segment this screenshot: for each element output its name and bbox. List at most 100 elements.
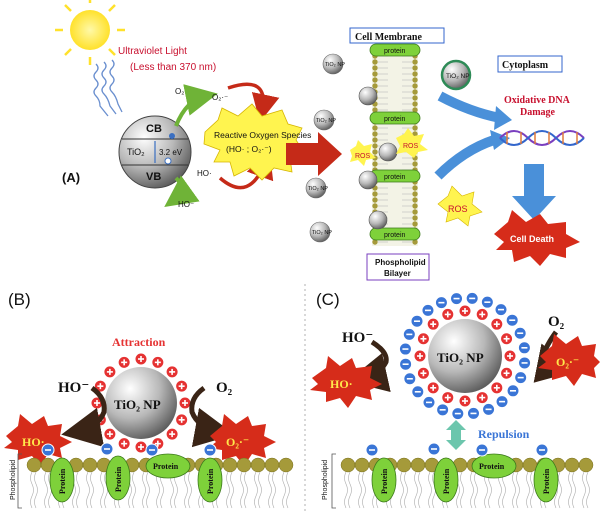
membrane-protein-label: Protein [542, 468, 551, 494]
c-particle-label: TiO₂ NP [437, 350, 484, 365]
c-ho-burst [310, 356, 382, 408]
lipid-head-icon [564, 457, 580, 473]
oxidative-label-2: Damage [520, 107, 556, 118]
embedded-np [358, 170, 378, 190]
b-arrow-right [189, 385, 235, 448]
uv-wave-icon [93, 59, 123, 117]
red-curve-arrow-top [227, 82, 280, 123]
membrane-protein-label: Protein [442, 468, 451, 494]
panel-b: (B) Attraction HO⁻ O₂ TiO₂ NP HO· O₂·⁻ P… [4, 290, 294, 509]
lipid-head-icon [236, 457, 252, 473]
lipid-head-icon [82, 457, 98, 473]
phospholipid-bilayer-box [366, 253, 430, 281]
o2-label: O₂ [175, 87, 184, 96]
lipid-head-icon [264, 457, 280, 473]
cb-label: CB [146, 123, 162, 135]
b-particle-label: TiO₂ NP [114, 397, 161, 412]
b-phospholipid-label: Phospholipid [10, 460, 17, 500]
b-arrow-left [61, 385, 107, 448]
c-tio2-particle [428, 319, 502, 393]
blue-arrow-top [437, 91, 502, 123]
ros-label-left: ROS [355, 153, 371, 160]
dna-icon [499, 130, 585, 146]
membrane-protein-label: protein [384, 232, 406, 239]
membrane-protein-label: Protein [380, 468, 389, 494]
lipid-head-icon [222, 457, 238, 473]
oxidative-label-1: Oxidative DNA [504, 95, 571, 106]
membrane-protein-label: protein [384, 48, 406, 55]
ros-burst [203, 103, 305, 181]
panel-c: (C) HO⁻ O₂ TiO₂ NP HO· O₂·⁻ Repulsion Pr… [310, 290, 600, 509]
big-red-arrow [286, 132, 342, 176]
sun-icon [55, 0, 125, 65]
c-o2-burst [538, 334, 600, 386]
embedded-np [368, 210, 388, 230]
ros-formula: (HO· ; O₂·⁻) [226, 144, 272, 154]
panel-a: Ultraviolet Light (Less than 370 nm) CB … [55, 0, 585, 281]
b-o2-radical: O₂·⁻ [226, 435, 249, 449]
membrane-protein [369, 227, 421, 241]
b-ho-burst [4, 414, 72, 466]
attraction-label: Attraction [112, 335, 166, 349]
embedded-np [378, 142, 398, 162]
green-arrow-cb [174, 84, 218, 127]
cell-membrane-box [349, 27, 445, 44]
free-np [309, 221, 331, 243]
lipid-head-icon [340, 457, 356, 473]
membrane-protein-label: Protein [206, 468, 215, 494]
free-np [313, 109, 335, 131]
ros-label-right: ROS [403, 143, 419, 150]
panel-b-label: (B) [8, 290, 31, 309]
cytoplasm-box [497, 55, 563, 73]
green-arrow-vb [164, 175, 200, 207]
b-ho-minus: HO⁻ [58, 380, 89, 396]
b-o2-burst [208, 414, 276, 466]
embedded-np [358, 86, 378, 106]
membrane-protein [369, 111, 421, 125]
membrane-protein-label: protein [384, 174, 406, 181]
blue-arrow-down [512, 164, 556, 220]
membrane-protein [433, 457, 459, 503]
ros-label-cyto: ROS [448, 204, 468, 214]
uv-range: (Less than 370 nm) [130, 62, 216, 73]
panel-a-label: (A) [62, 170, 80, 185]
repulsion-label: Repulsion [478, 427, 530, 441]
membrane-protein-label: Protein [153, 462, 179, 471]
free-np-label: TiO₂ NP [316, 118, 336, 124]
membrane-protein-label: Protein [114, 466, 123, 492]
vb-label: VB [146, 171, 161, 183]
c-o2: O₂ [548, 314, 565, 330]
o2-radical-label: O₂·⁻ [212, 93, 228, 102]
c-ho-minus: HO⁻ [342, 330, 373, 346]
b-ho-radical: HO· [22, 435, 45, 449]
svg-text:TiO₂ NP: TiO₂ NP [446, 73, 470, 80]
cell-death-burst [494, 210, 580, 266]
cell-death-label: Cell Death [510, 234, 554, 244]
panel-c-label: (C) [316, 290, 340, 309]
c-arrow-left [347, 339, 391, 393]
free-np-label: TiO₂ NP [312, 230, 332, 236]
membrane-protein [145, 453, 191, 479]
c-o2-radical: O₂·⁻ [556, 355, 579, 369]
lipid-head-icon [396, 457, 412, 473]
membrane-protein [197, 457, 223, 503]
membrane-protein [105, 455, 131, 501]
lipid-head-icon [250, 457, 266, 473]
blue-arrow-bottom [434, 135, 496, 180]
cytoplasm-np: TiO₂ NP [440, 59, 472, 91]
membrane-protein [471, 453, 517, 479]
repulsion-arrow-icon [446, 420, 466, 450]
lipid-head-icon [578, 457, 594, 473]
lipid-head-icon [410, 457, 426, 473]
free-np-label: TiO₂ NP [325, 62, 345, 68]
lipid-head-icon [278, 457, 294, 473]
ros-title: Reactive Oxygen Species [214, 130, 311, 140]
c-phospholipid-label: Phospholipid [322, 460, 329, 500]
membrane-protein-label: protein [384, 116, 406, 123]
free-np [322, 53, 344, 75]
lipid-head-icon [354, 457, 370, 473]
membrane-protein [533, 457, 559, 503]
c-ho-radical: HO· [330, 377, 353, 391]
particle-label: TiO₂ [127, 147, 145, 157]
